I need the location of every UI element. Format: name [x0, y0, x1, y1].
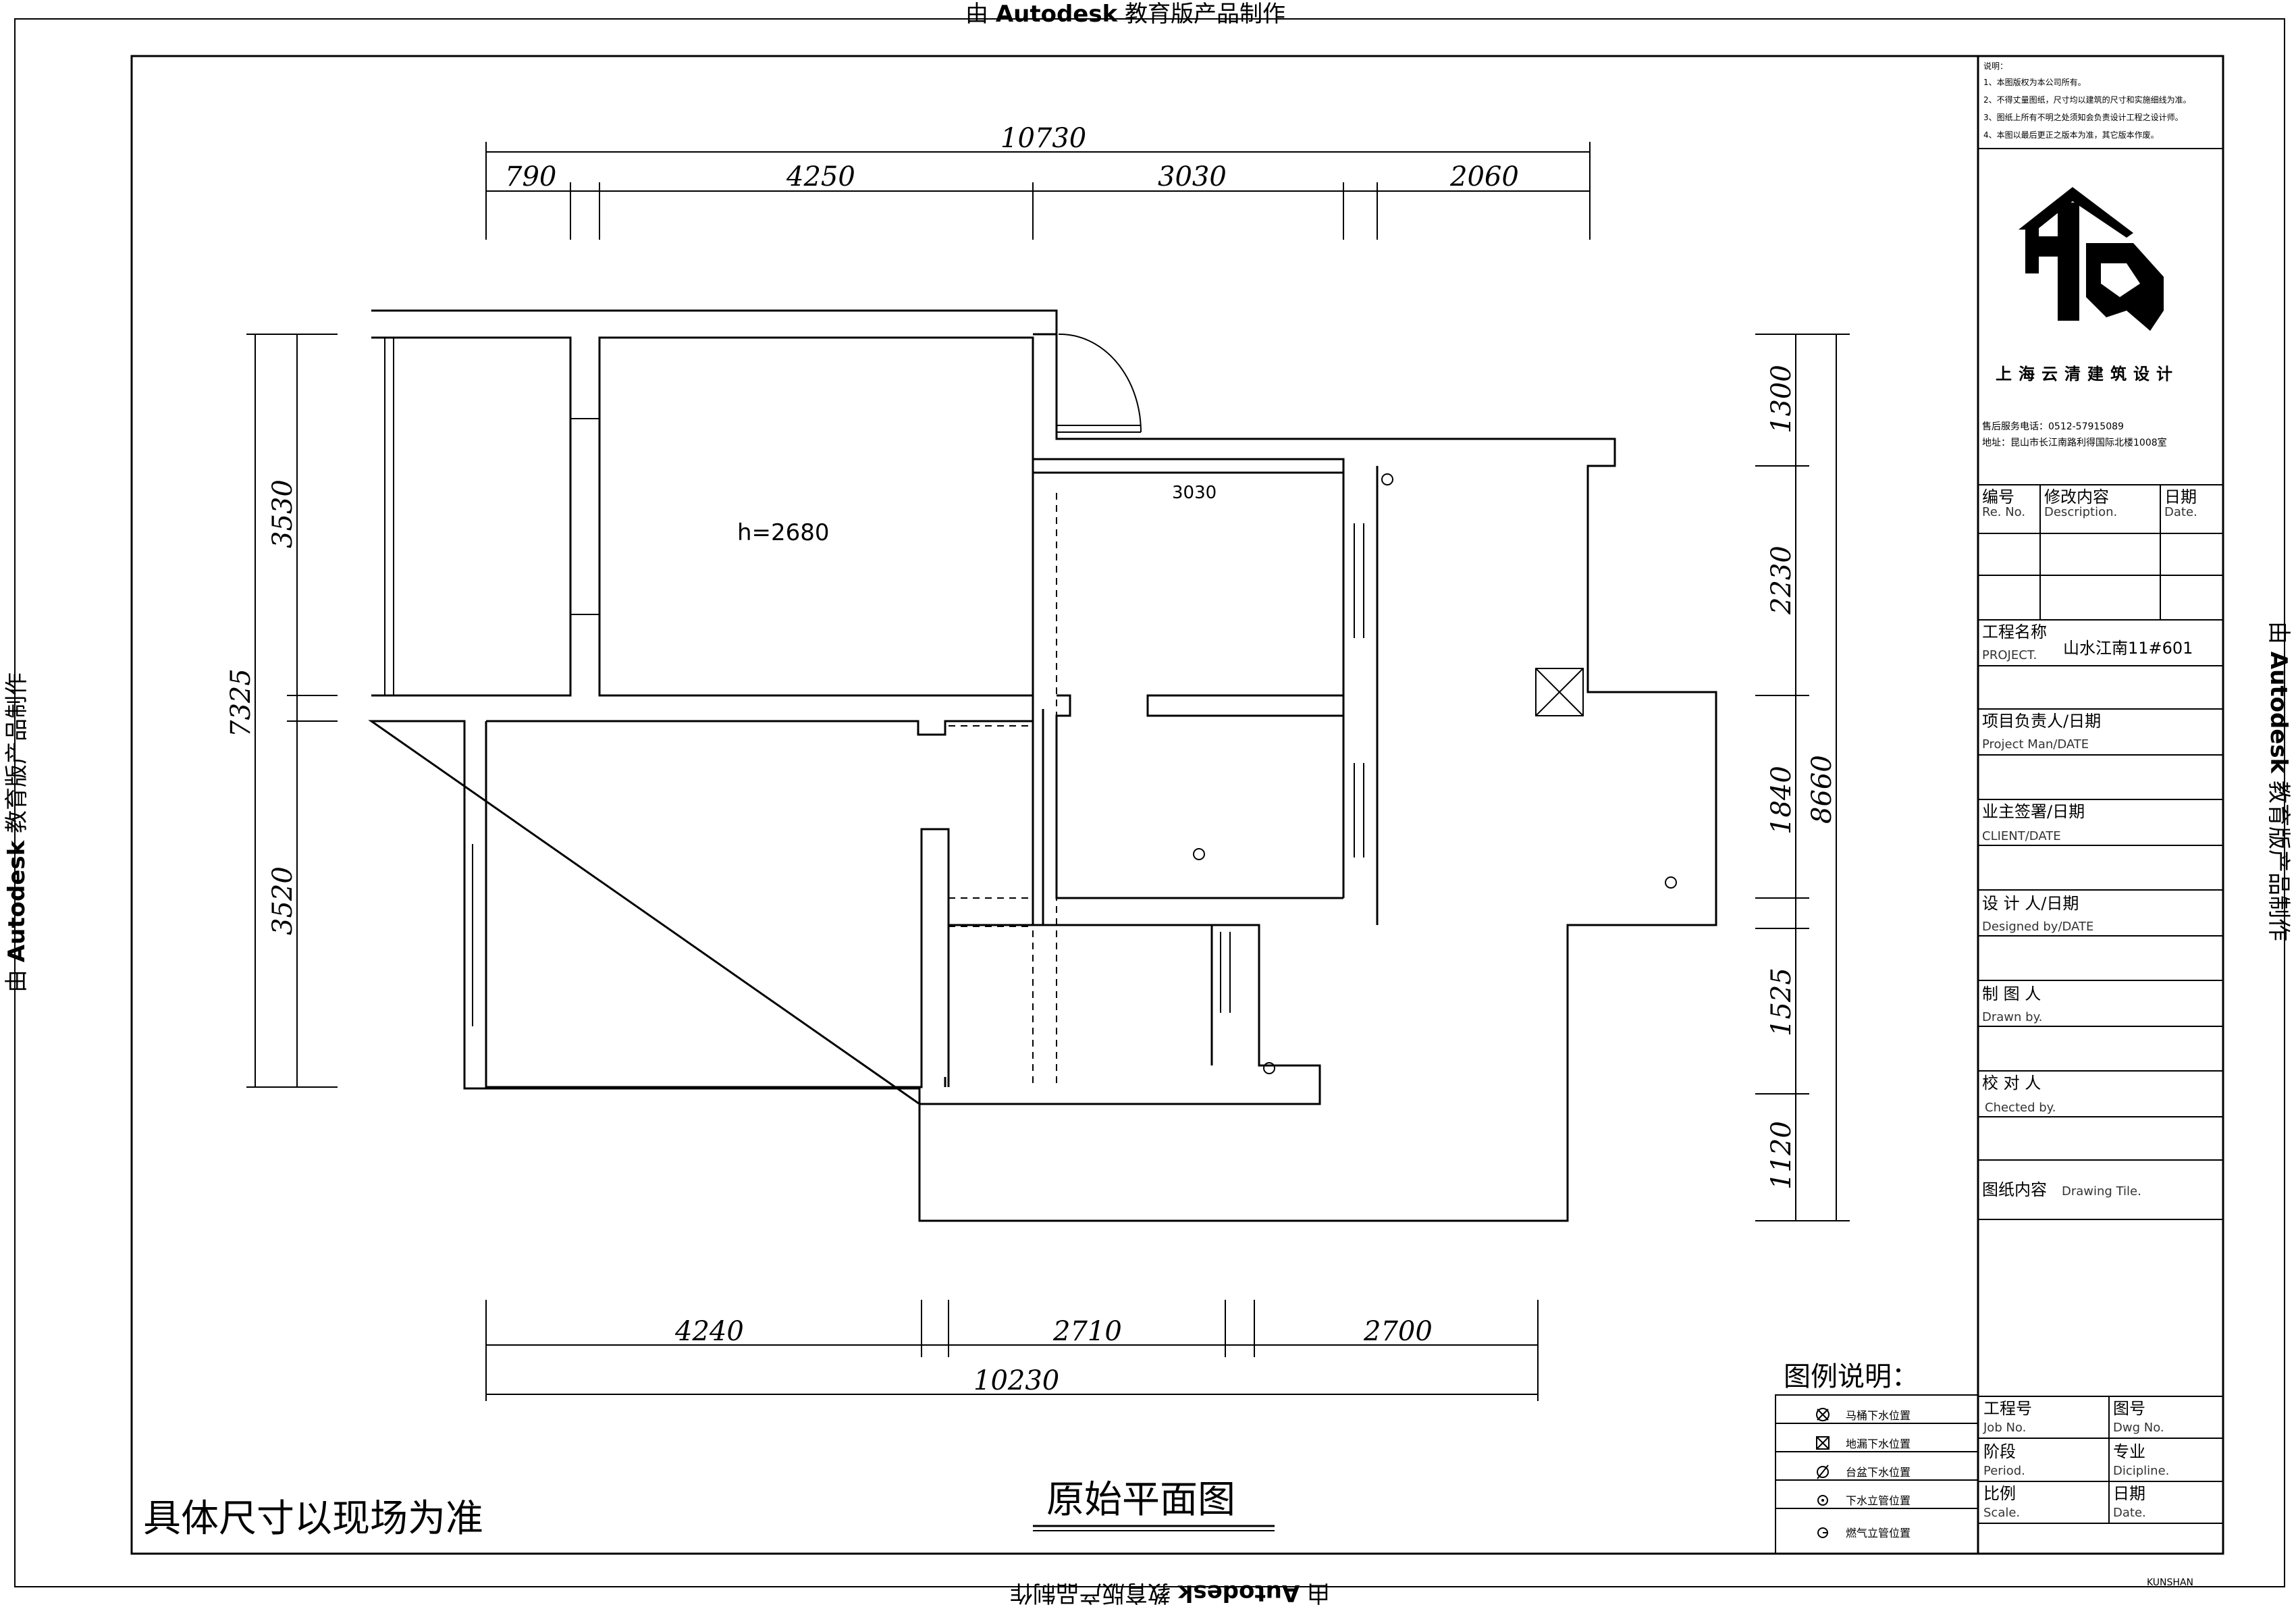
dim-right-seg-1: 1300 [1766, 365, 1797, 433]
signoff-client: 业主签署/日期 [1982, 802, 2085, 821]
rev-col-date-en: Date. [2164, 505, 2197, 519]
dimension-lines: 10730 790 4250 3030 2060 4240 2710 2700 … [225, 123, 1850, 1401]
signoff-project-manager: 项目负责人/日期 [1982, 712, 2101, 731]
walls [368, 309, 1717, 1222]
dim-top-seg-1: 790 [505, 161, 556, 192]
dim-right-total: 8660 [1807, 755, 1838, 824]
signoff-checked-by-en: Chected by. [1985, 1101, 2056, 1115]
floor-drain-icon [1816, 1436, 1830, 1450]
pipe-circle [1381, 473, 1393, 485]
signoff-client-en: CLIENT/DATE [1982, 829, 2061, 843]
drain-pipe-icon [1817, 1495, 1828, 1506]
dim-right-seg-4: 1525 [1766, 968, 1797, 1036]
pipe-circle [1193, 848, 1205, 860]
outer-border [14, 18, 2285, 1587]
dim-top-seg-4: 2060 [1449, 161, 1519, 192]
scale-label-en: Scale. [1983, 1506, 2020, 1520]
dim-left-seg-2: 3520 [267, 866, 298, 935]
legend-item-toilet: 马桶下水位置 [1846, 1409, 1911, 1422]
drawing-content-label: 图纸内容 [1982, 1180, 2047, 1199]
plan-title: 原始平面图 [1046, 1478, 1235, 1522]
inner-dimension-label: 3030 [1172, 483, 1217, 503]
signoff-checked-by: 校 对 人 [1982, 1074, 2041, 1092]
ceiling-height-label: h=2680 [737, 519, 830, 546]
period-label: 阶段 [1983, 1442, 2016, 1461]
signoff-designer: 设 计 人/日期 [1982, 894, 2079, 913]
basin-drain-icon [1817, 1465, 1829, 1479]
legend: 图例说明： 马桶下水位置 地漏下水位置 台盆下水位置 下水立管位置 [1775, 1361, 1979, 1554]
note-2: 2、不得丈量图纸，尺寸均以建筑的尺寸和实施细线为准。 [1983, 95, 2191, 105]
pipe-circle [1665, 876, 1677, 889]
legend-item-drain-pipe: 下水立管位置 [1846, 1494, 1911, 1507]
note-1: 1、本图版权为本公司所有。 [1983, 78, 2086, 87]
notes-heading: 说明： [1983, 61, 2008, 71]
title-block: 说明： 1、本图版权为本公司所有。 2、不得丈量图纸，尺寸均以建筑的尺寸和实施细… [1977, 56, 2223, 1554]
dim-right-seg-3: 1840 [1766, 766, 1797, 835]
watermark-left: 由 Autodesk 教育版产品制作 [3, 673, 30, 993]
site-measure-note: 具体尺寸以现场为准 [143, 1497, 483, 1541]
dwg-no-label-en: Dwg No. [2113, 1421, 2164, 1435]
signoff-project-manager-en: Project Man/DATE [1982, 737, 2089, 752]
project-name: 山水江南11#601 [2063, 639, 2193, 658]
rev-col-desc-en: Description. [2044, 505, 2117, 519]
drawing-frame [130, 55, 2224, 1555]
scale-label: 比例 [1983, 1484, 2016, 1503]
company-name: 上海云清建筑设计 [1996, 365, 2179, 384]
dim-bottom-seg-1: 4240 [674, 1316, 744, 1347]
job-no-label-en: Job No. [1983, 1421, 2026, 1435]
date-label-en: Date. [2113, 1506, 2146, 1520]
note-3: 3、图纸上所有不明之处须知会负责设计工程之设计师。 [1983, 112, 2183, 122]
discipline-label-en: Dicipline. [2113, 1464, 2169, 1478]
project-label: 工程名称 [1982, 623, 2047, 641]
job-no-label: 工程号 [1983, 1399, 2032, 1418]
watermark-bottom: 由 Autodesk 教育版产品制作 [1010, 1579, 1330, 1606]
signoff-designer-en: Designed by/DATE [1982, 920, 2093, 934]
pipe-circle [1263, 1062, 1275, 1074]
date-label: 日期 [2113, 1484, 2145, 1503]
legend-item-basin: 台盆下水位置 [1846, 1466, 1911, 1479]
watermark-top: 由 Autodesk 教育版产品制作 [965, 1, 1285, 28]
dim-top-total: 10730 [1000, 123, 1086, 154]
dim-bottom-total: 10230 [973, 1365, 1059, 1396]
project-label-en: PROJECT. [1982, 648, 2037, 662]
dim-top-seg-2: 4250 [786, 161, 855, 192]
shaft-box [1535, 668, 1584, 716]
dim-right-seg-2: 2230 [1766, 546, 1797, 615]
watermark-right: 由 Autodesk 教育版产品制作 [2265, 621, 2292, 941]
corner-mark: KUNSHAN [2147, 1577, 2193, 1588]
rev-col-date: 日期 [2164, 488, 2197, 506]
signoff-drawn-by-en: Drawn by. [1982, 1010, 2042, 1024]
company-logo [2019, 187, 2164, 331]
company-phone: 售后服务电话：0512-57915089 [1982, 421, 2124, 432]
period-label-en: Period. [1983, 1464, 2025, 1478]
dim-left-total: 7325 [225, 668, 257, 737]
legend-item-gas-pipe: 燃气立管位置 [1846, 1527, 1911, 1539]
gas-pipe-icon [1817, 1527, 1828, 1538]
rev-col-no-en: Re. No. [1982, 505, 2025, 519]
discipline-label: 专业 [2113, 1442, 2145, 1461]
dwg-no-label: 图号 [2113, 1399, 2145, 1418]
company-address: 地址：昆山市长江南路利得国际北楼1008室 [1982, 437, 2167, 448]
drawing-content-label-en: Drawing Tile. [2062, 1184, 2141, 1198]
dim-right-seg-5: 1120 [1766, 1121, 1797, 1190]
note-4: 4、本图以最后更正之版本为准，其它版本作废。 [1983, 130, 2159, 140]
toilet-drain-icon [1816, 1408, 1830, 1421]
rev-col-desc: 修改内容 [2044, 488, 2109, 506]
legend-title: 图例说明： [1784, 1361, 1919, 1392]
dim-bottom-seg-3: 2700 [1363, 1316, 1433, 1347]
rev-col-no: 编号 [1982, 488, 2014, 506]
legend-item-floor-drain: 地漏下水位置 [1846, 1438, 1911, 1450]
dim-left-seg-1: 3530 [267, 479, 298, 548]
dim-top-seg-3: 3030 [1158, 161, 1227, 192]
dim-bottom-seg-2: 2710 [1052, 1316, 1122, 1347]
signoff-drawn-by: 制 图 人 [1982, 984, 2041, 1003]
